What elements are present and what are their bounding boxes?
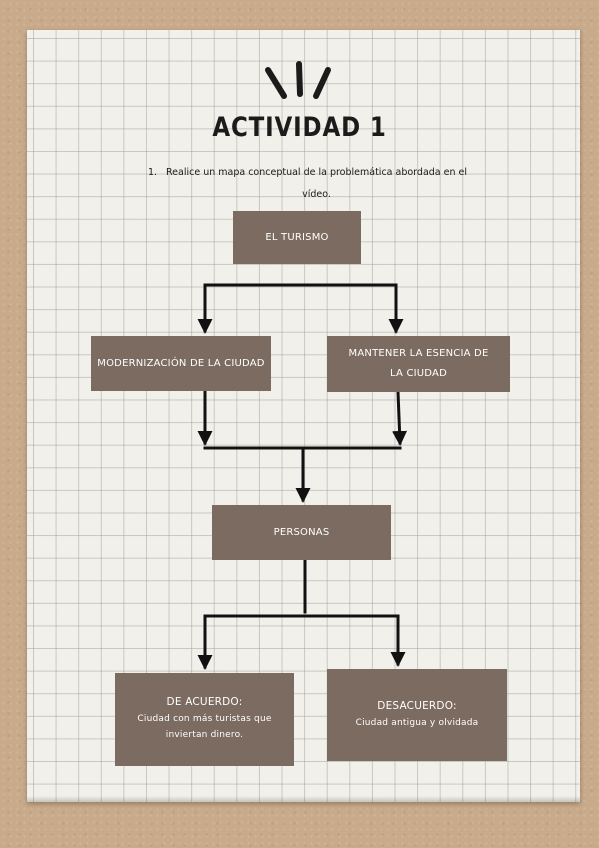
outcome-detail: Ciudad con más turistas que inviertan di…: [137, 714, 272, 740]
instruction-text: Realice un mapa conceptual de la problem…: [165, 167, 468, 200]
node-root-label: EL TURISMO: [265, 232, 329, 243]
node-branch-label: MANTENER LA ESENCIA DE LA CIUDAD: [348, 348, 489, 379]
node-branch-modernizacion: MODERNIZACIÓN DE LA CIUDAD: [91, 336, 271, 391]
node-personas-label: PERSONAS: [273, 527, 330, 538]
outcome-detail: Ciudad antigua y olvidada: [355, 717, 479, 728]
outcome-label: DESACUERDO:: [377, 699, 457, 712]
node-branch-mantener: MANTENER LA ESENCIA DE LA CIUDAD: [327, 336, 510, 392]
emphasis-marks-icon: [265, 61, 331, 99]
outcome-label: DE ACUERDO:: [166, 696, 243, 708]
node-root: EL TURISMO: [233, 211, 361, 264]
node-branch-label: MODERNIZACIÓN DE LA CIUDAD: [97, 358, 265, 369]
page-title: ACTIVIDAD 1: [212, 112, 387, 143]
arrow-mantener-down: [392, 390, 408, 446]
node-desacuerdo: DESACUERDO: Ciudad antigua y olvidada: [327, 669, 507, 761]
instruction: 1. Realice un mapa conceptual de la prob…: [148, 162, 468, 206]
node-de-acuerdo: DE ACUERDO: Ciudad con más turistas que …: [115, 673, 294, 766]
node-personas: PERSONAS: [212, 505, 391, 560]
instruction-number: 1.: [148, 167, 158, 178]
